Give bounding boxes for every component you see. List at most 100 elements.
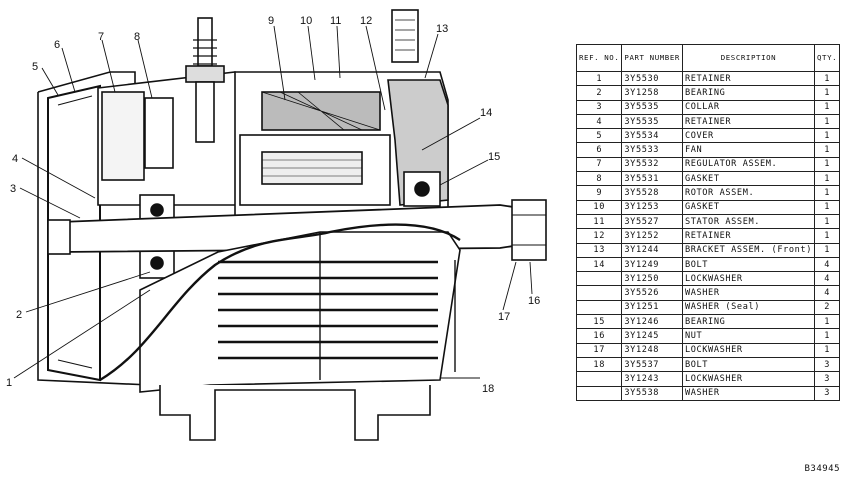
cell-part: 3Y1244 bbox=[621, 242, 683, 258]
cell-ref bbox=[575, 371, 623, 387]
cell-ref: 2 bbox=[575, 85, 623, 101]
cell-ref: 4 bbox=[575, 113, 623, 130]
cell-desc: BEARING bbox=[681, 314, 815, 330]
cell-qty: 1 bbox=[813, 156, 841, 173]
cell-part: 3Y1253 bbox=[621, 199, 683, 215]
cell-qty: 1 bbox=[813, 328, 841, 344]
cell-desc: BRACKET ASSEM. (Front) bbox=[681, 242, 815, 258]
cell-part: 3Y5532 bbox=[621, 156, 683, 173]
cell-ref: 7 bbox=[575, 156, 623, 173]
cell-ref bbox=[575, 285, 623, 301]
cell-desc: ROTOR ASSEM. bbox=[681, 185, 815, 201]
callout-3: 3 bbox=[10, 183, 16, 195]
cell-ref: 5 bbox=[575, 128, 623, 144]
callout-11: 11 bbox=[330, 15, 341, 27]
cell-desc: REGULATOR ASSEM. bbox=[681, 156, 815, 173]
cell-part: 3Y5531 bbox=[621, 171, 683, 187]
cell-part: 3Y5538 bbox=[621, 385, 683, 401]
cell-qty: 1 bbox=[813, 99, 841, 115]
cell-ref: 18 bbox=[575, 356, 623, 373]
cell-qty: 1 bbox=[813, 342, 841, 358]
cell-qty: 4 bbox=[813, 256, 841, 273]
cell-desc: COVER bbox=[681, 128, 815, 144]
callout-1: 1 bbox=[6, 377, 12, 389]
callout-14: 14 bbox=[480, 107, 492, 119]
cell-desc: LOCKWASHER bbox=[681, 371, 815, 387]
cell-qty: 1 bbox=[813, 213, 841, 230]
cell-part: 3Y1258 bbox=[621, 85, 683, 101]
callout-12: 12 bbox=[360, 15, 372, 27]
cell-qty: 4 bbox=[813, 285, 841, 301]
callout-6: 6 bbox=[54, 39, 60, 51]
cell-qty: 1 bbox=[813, 113, 841, 130]
cell-desc: FAN bbox=[681, 142, 815, 158]
cell-ref: 17 bbox=[575, 342, 623, 358]
callout-18: 18 bbox=[482, 383, 494, 395]
cell-ref: 16 bbox=[575, 328, 623, 344]
cell-ref: 11 bbox=[575, 213, 623, 230]
cell-ref: 15 bbox=[575, 314, 623, 330]
figure-id: B34945 bbox=[804, 464, 840, 474]
cell-qty: 1 bbox=[813, 199, 841, 215]
cell-qty: 1 bbox=[813, 142, 841, 158]
cell-qty: 2 bbox=[813, 299, 841, 316]
cell-qty: 1 bbox=[813, 70, 841, 87]
cell-part: 3Y1248 bbox=[621, 342, 683, 358]
cell-qty: 1 bbox=[813, 85, 841, 101]
regulator-block bbox=[101, 91, 145, 181]
cell-part: 3Y1250 bbox=[621, 271, 683, 287]
cell-part: 3Y1251 bbox=[621, 299, 683, 316]
cell-part: 3Y1246 bbox=[621, 314, 683, 330]
cell-ref: 13 bbox=[575, 242, 623, 258]
callout-2: 2 bbox=[16, 309, 22, 321]
cell-desc: WASHER bbox=[681, 385, 815, 401]
cell-qty: 1 bbox=[813, 242, 841, 258]
cell-qty: 1 bbox=[813, 171, 841, 187]
cell-desc: LOCKWASHER bbox=[681, 342, 815, 358]
cell-desc: BEARING bbox=[681, 85, 815, 101]
callout-13: 13 bbox=[436, 23, 448, 35]
callout-9: 9 bbox=[268, 15, 274, 27]
cell-ref: 14 bbox=[575, 256, 623, 273]
terminal-stud bbox=[197, 17, 213, 67]
cell-qty: 3 bbox=[813, 385, 841, 401]
cell-ref: 1 bbox=[575, 70, 623, 87]
shaft-nut bbox=[511, 199, 547, 261]
cell-ref: 9 bbox=[575, 185, 623, 201]
cell-part: 3Y5535 bbox=[621, 99, 683, 115]
cell-qty: 1 bbox=[813, 185, 841, 201]
cell-part: 3Y5526 bbox=[621, 285, 683, 301]
parts-table-header: REF. NO. PART NUMBER DESCRIPTION QTY. bbox=[575, 44, 841, 72]
header-part-number: PART NUMBER bbox=[621, 44, 683, 72]
cell-part: 3Y1245 bbox=[621, 328, 683, 344]
cell-desc: WASHER bbox=[681, 285, 815, 301]
cell-qty: 1 bbox=[813, 228, 841, 244]
cell-ref bbox=[575, 299, 623, 316]
header-ref-no: REF. NO. bbox=[575, 44, 623, 72]
cell-desc: LOCKWASHER bbox=[681, 271, 815, 287]
cell-ref: 12 bbox=[575, 228, 623, 244]
cell-desc: BOLT bbox=[681, 356, 815, 373]
cell-desc: RETAINER bbox=[681, 113, 815, 130]
callout-15: 15 bbox=[488, 151, 500, 163]
header-description: DESCRIPTION bbox=[681, 44, 815, 72]
callout-16: 16 bbox=[528, 295, 540, 307]
